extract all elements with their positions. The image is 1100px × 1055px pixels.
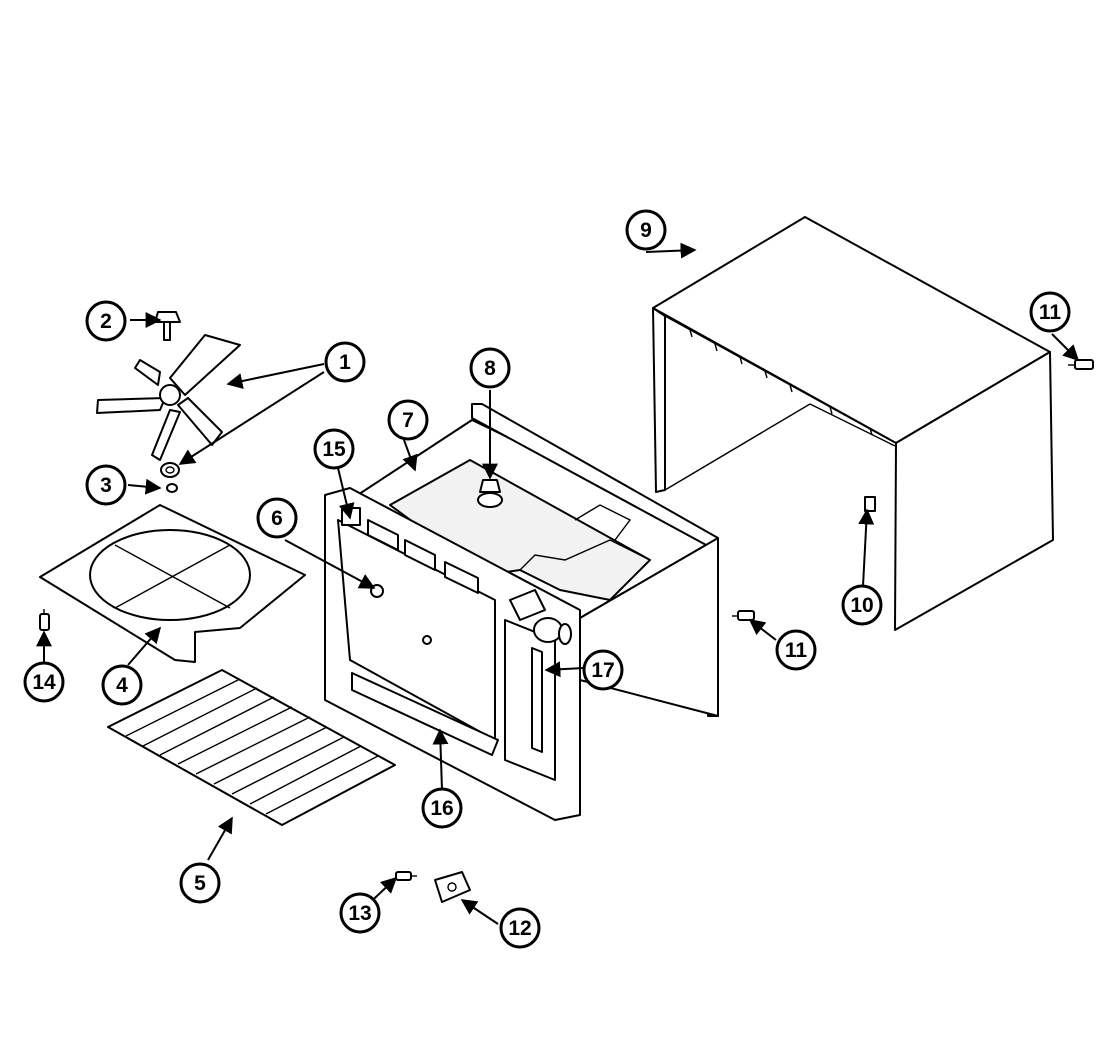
bracket-part-12 xyxy=(434,871,471,903)
svg-text:9: 9 xyxy=(640,219,652,242)
fan-nut-part-2 xyxy=(154,311,181,341)
clip-part-10 xyxy=(864,496,876,512)
svg-text:7: 7 xyxy=(402,409,414,432)
callout-14: 14 xyxy=(23,661,65,703)
callout-7: 7 xyxy=(387,399,429,441)
screw-part-13 xyxy=(395,871,417,881)
callout-8: 8 xyxy=(469,347,511,389)
svg-text:4: 4 xyxy=(116,674,128,697)
svg-text:1: 1 xyxy=(339,351,351,374)
callout-6: 6 xyxy=(256,497,298,539)
svg-text:13: 13 xyxy=(348,902,371,925)
svg-text:12: 12 xyxy=(508,917,531,940)
callout-5: 5 xyxy=(179,862,221,904)
svg-text:8: 8 xyxy=(484,357,496,380)
callout-13: 13 xyxy=(339,892,381,934)
svg-text:10: 10 xyxy=(850,594,873,617)
callout-11-middle: 11 xyxy=(775,629,817,671)
outer-cabinet-part-9 xyxy=(652,216,1054,631)
svg-text:6: 6 xyxy=(271,507,283,530)
callout-10: 10 xyxy=(841,584,883,626)
svg-text:11: 11 xyxy=(785,639,808,662)
svg-text:16: 16 xyxy=(430,797,453,820)
svg-text:15: 15 xyxy=(322,438,346,461)
fan-blade-part-1 xyxy=(96,334,241,461)
callout-3: 3 xyxy=(85,464,127,506)
callout-17: 17 xyxy=(582,649,624,691)
leader-lines xyxy=(36,242,1080,925)
fan-cover-part-4 xyxy=(39,504,306,663)
svg-text:17: 17 xyxy=(591,659,614,682)
callout-2: 2 xyxy=(85,300,127,342)
svg-text:2: 2 xyxy=(100,310,112,333)
callout-4: 4 xyxy=(101,664,143,706)
svg-text:5: 5 xyxy=(194,872,206,895)
screw-part-14 xyxy=(39,609,50,631)
callout-16: 16 xyxy=(421,787,463,829)
thermostat-knob xyxy=(509,589,572,645)
svg-text:11: 11 xyxy=(1039,301,1062,324)
callout-12: 12 xyxy=(499,907,541,949)
oven-rack-part-5 xyxy=(107,669,396,826)
svg-text:14: 14 xyxy=(32,671,56,694)
callout-11-top: 11 xyxy=(1029,291,1071,333)
callout-15: 15 xyxy=(313,428,355,470)
callout-9: 9 xyxy=(625,209,667,251)
screw-part-11-top xyxy=(1068,359,1094,370)
callout-1: 1 xyxy=(324,341,366,383)
nut-part-8 xyxy=(477,479,503,508)
vertical-element-part-17 xyxy=(531,647,543,753)
svg-text:3: 3 xyxy=(100,474,112,497)
screw-part-11-middle xyxy=(732,610,755,621)
washer-part-3 xyxy=(160,462,180,493)
